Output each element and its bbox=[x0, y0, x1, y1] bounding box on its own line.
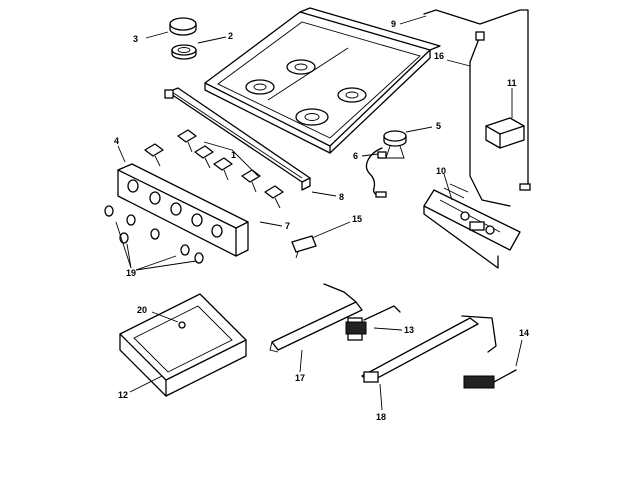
leader-8 bbox=[311, 191, 337, 197]
callout-2: 2 bbox=[228, 31, 233, 41]
small-bracket-part bbox=[291, 235, 317, 259]
cooktop-panel bbox=[204, 7, 441, 154]
leader-14 bbox=[515, 339, 523, 367]
manifold-pipe-part bbox=[164, 87, 311, 191]
callout-18: 18 bbox=[376, 412, 386, 422]
callout-13: 13 bbox=[404, 325, 414, 335]
callout-8: 8 bbox=[339, 192, 344, 202]
knob-clips-part bbox=[104, 205, 204, 264]
leader-1a bbox=[203, 141, 233, 151]
leader-17 bbox=[299, 349, 303, 373]
leader-3 bbox=[145, 31, 169, 39]
burner-valves-part bbox=[144, 129, 284, 209]
leader-13 bbox=[373, 327, 403, 331]
callout-3: 3 bbox=[133, 34, 138, 44]
burner-head-part bbox=[171, 44, 197, 60]
callout-16: 16 bbox=[434, 51, 444, 61]
callout-15: 15 bbox=[352, 214, 362, 224]
callout-1: 1 bbox=[231, 150, 236, 160]
leader-19a bbox=[115, 221, 132, 269]
leader-5 bbox=[405, 126, 433, 133]
leader-6 bbox=[361, 153, 379, 157]
leader-16 bbox=[446, 59, 471, 67]
callout-7: 7 bbox=[285, 221, 290, 231]
callout-14: 14 bbox=[519, 328, 529, 338]
leader-7 bbox=[259, 221, 283, 227]
broiler-igniter-part bbox=[345, 305, 401, 335]
regulator-module-part bbox=[423, 183, 521, 269]
callout-6: 6 bbox=[353, 151, 358, 161]
callout-10: 10 bbox=[436, 166, 446, 176]
gas-tubing-part bbox=[423, 9, 531, 207]
callout-5: 5 bbox=[436, 121, 441, 131]
leader-20 bbox=[151, 311, 179, 323]
callout-19: 19 bbox=[126, 268, 136, 278]
control-panel-part bbox=[117, 163, 249, 257]
broiler-burner-part bbox=[269, 283, 363, 353]
callout-20: 20 bbox=[137, 305, 147, 315]
label-block-part bbox=[485, 117, 525, 149]
broiler-pan-part bbox=[119, 293, 247, 397]
leader-15 bbox=[311, 221, 351, 239]
leader-19c bbox=[135, 255, 177, 271]
oven-burner-part bbox=[361, 315, 497, 383]
igniter-part bbox=[365, 147, 387, 198]
callout-12: 12 bbox=[118, 390, 128, 400]
oven-igniter-part bbox=[463, 369, 517, 389]
leader-12 bbox=[129, 375, 163, 393]
leader-10 bbox=[443, 173, 453, 201]
leader-2 bbox=[197, 36, 227, 44]
leader-9 bbox=[399, 15, 427, 25]
callout-17: 17 bbox=[295, 373, 305, 383]
callout-4: 4 bbox=[114, 136, 119, 146]
leader-1b bbox=[231, 149, 259, 177]
leader-19d bbox=[135, 260, 197, 271]
callout-9: 9 bbox=[391, 19, 396, 29]
burner-cap-part bbox=[169, 17, 197, 36]
leader-4 bbox=[117, 145, 126, 163]
leader-18 bbox=[379, 383, 383, 411]
leader-19b bbox=[126, 243, 132, 269]
callout-11: 11 bbox=[507, 78, 517, 88]
top-burner-part bbox=[383, 130, 407, 159]
